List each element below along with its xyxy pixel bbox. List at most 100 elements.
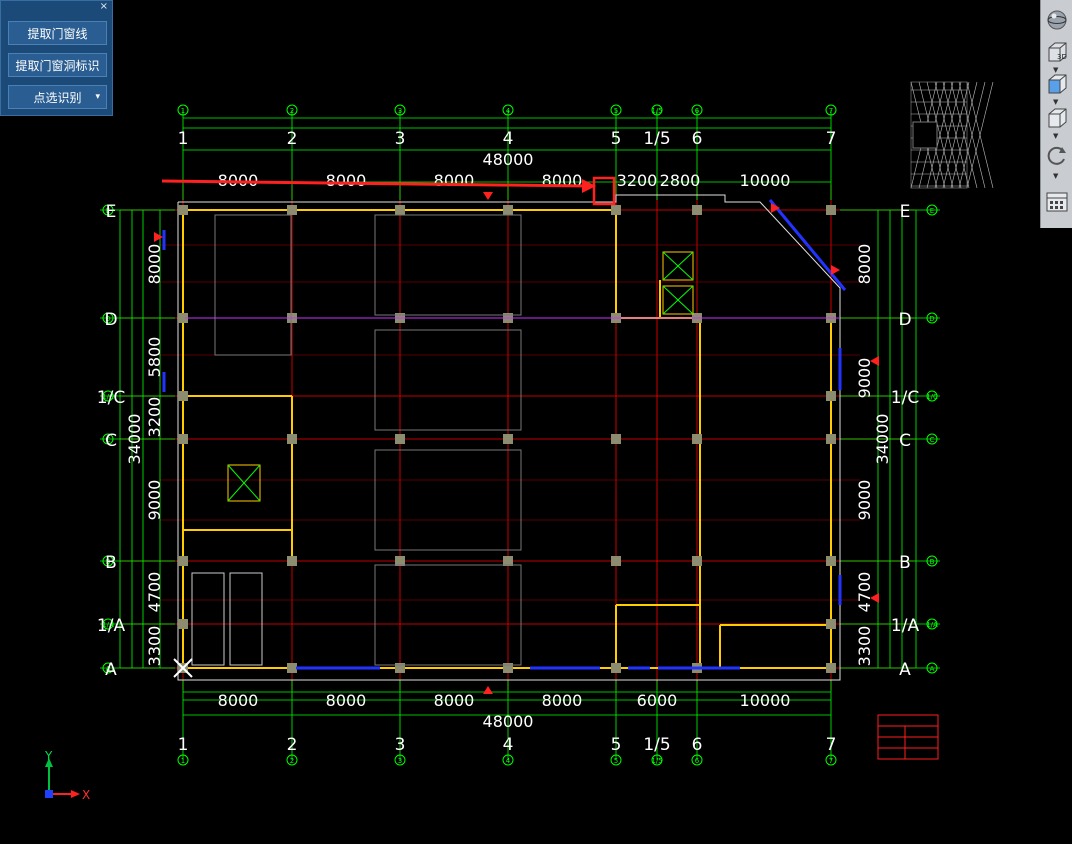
elevator-shaft [227, 464, 261, 502]
axis-label-row: D [898, 310, 911, 330]
axis-bubble-label: D [929, 315, 934, 323]
axis-bubble-label: 5 [614, 757, 618, 765]
dim-left-total: 34000 [125, 414, 144, 465]
pick-identify-dropdown[interactable]: 点选识别 ▾ [8, 85, 107, 109]
axis-bubble-label: 3 [398, 757, 402, 765]
column [178, 313, 188, 323]
mesh-line [926, 81, 954, 189]
axis-bubble [610, 754, 622, 766]
chevron-down-icon[interactable]: ▼ [1053, 172, 1059, 180]
extract-door-window-tags-button[interactable]: 提取门窗洞标识 [8, 53, 107, 77]
axis-label-col: 2 [287, 129, 298, 149]
extract-door-window-lines-button[interactable]: 提取门窗线 [8, 21, 107, 45]
axis-bubble-label: 2 [290, 107, 294, 115]
mesh-line [958, 81, 986, 189]
axis-label-col: 5 [611, 129, 622, 149]
view-3d-icon[interactable]: 3D [1045, 40, 1069, 64]
column [611, 205, 621, 215]
column [611, 556, 621, 566]
dim-bottom-total: 48000 [483, 712, 534, 731]
column [692, 205, 702, 215]
dim-top-span: 8000 [326, 171, 367, 190]
column [395, 434, 405, 444]
axis-bubble-label: C [106, 436, 111, 444]
axis-label-col: 2 [287, 735, 298, 755]
panel-close-icon[interactable]: × [99, 1, 108, 12]
sphere-icon[interactable] [1045, 8, 1069, 32]
axis-bubble [102, 433, 114, 445]
mesh-line [934, 81, 962, 189]
axis-label-row: A [899, 660, 911, 680]
column [826, 205, 836, 215]
axis-bubble [691, 104, 703, 116]
axis-label-row: 1/C [891, 388, 919, 408]
axis-label-row: B [899, 553, 911, 573]
building-outline [177, 194, 841, 681]
dim-top-total: 48000 [483, 150, 534, 169]
layout-icon[interactable] [1045, 190, 1069, 214]
axis-label-col: 1/5 [643, 735, 670, 755]
view-3d-label: 3D [1057, 53, 1067, 61]
axis-label-row: C [105, 431, 117, 451]
orbit-icon[interactable] [1045, 144, 1069, 168]
mesh-line [950, 81, 978, 189]
column [287, 434, 297, 444]
axis-label-row: 1/A [97, 616, 126, 636]
axis-bubble [926, 312, 938, 324]
opening-marker [870, 593, 879, 603]
chevron-down-icon[interactable]: ▼ [1053, 132, 1059, 140]
axis-bubble-label: A [930, 665, 935, 673]
dim-top-span: 10000 [740, 171, 791, 190]
axis-bubble [102, 312, 114, 324]
axis-label-row: 1/A [891, 616, 920, 636]
mesh-line [942, 81, 970, 189]
axis-bubble-label: E [106, 207, 110, 215]
origin-cross-icon [173, 658, 193, 678]
door-window-extract-panel: × 提取门窗线 提取门窗洞标识 点选识别 ▾ [0, 0, 113, 116]
dim-right-span: 4700 [855, 572, 874, 613]
opening-marker [870, 356, 879, 366]
dim-right-span: 8000 [855, 244, 874, 285]
ucs-icon: Y X [44, 749, 90, 802]
opening-marker [771, 203, 780, 213]
axis-bubble [825, 754, 837, 766]
dim-top-span: 2800 [660, 171, 701, 190]
axis-bubble [102, 618, 114, 630]
column [178, 619, 188, 629]
ucs-y-label: Y [44, 749, 53, 763]
column [287, 663, 297, 673]
dim-right-span: 9000 [855, 358, 874, 399]
axis-bubble [394, 104, 406, 116]
dim-left-span: 3300 [145, 626, 164, 667]
axis-label-col: 4 [503, 129, 514, 149]
box-iso-icon[interactable] [1045, 106, 1069, 130]
axis-bubble [102, 662, 114, 674]
column [503, 663, 513, 673]
axis-label-col: 7 [826, 129, 837, 149]
chevron-down-icon[interactable]: ▼ [1053, 66, 1059, 74]
axis-label-col: 3 [395, 129, 406, 149]
chevron-down-icon[interactable]: ▼ [1053, 98, 1059, 106]
axis-bubble [651, 754, 663, 766]
column [395, 663, 405, 673]
axis-bubble-label: 1/A [926, 621, 938, 629]
axis-bubble [502, 104, 514, 116]
elevator-cross [662, 251, 694, 281]
hatch-pattern [910, 81, 994, 189]
axis-label-col: 1 [178, 735, 189, 755]
axis-label-col: 5 [611, 735, 622, 755]
mesh-cutout [912, 121, 938, 149]
axis-bubble [286, 754, 298, 766]
axis-bubble-label: C [930, 436, 935, 444]
column [826, 619, 836, 629]
dim-left-span: 5800 [145, 337, 164, 378]
axis-bubble-label: B [930, 558, 935, 566]
axis-bubble [177, 754, 189, 766]
box-front-icon[interactable] [1045, 72, 1069, 96]
axis-bubble-label: 5 [614, 107, 618, 115]
axis-bubble [102, 390, 114, 402]
opening-marker [831, 265, 840, 275]
axis-label-col: 3 [395, 735, 406, 755]
dim-bottom-span: 8000 [542, 691, 583, 710]
